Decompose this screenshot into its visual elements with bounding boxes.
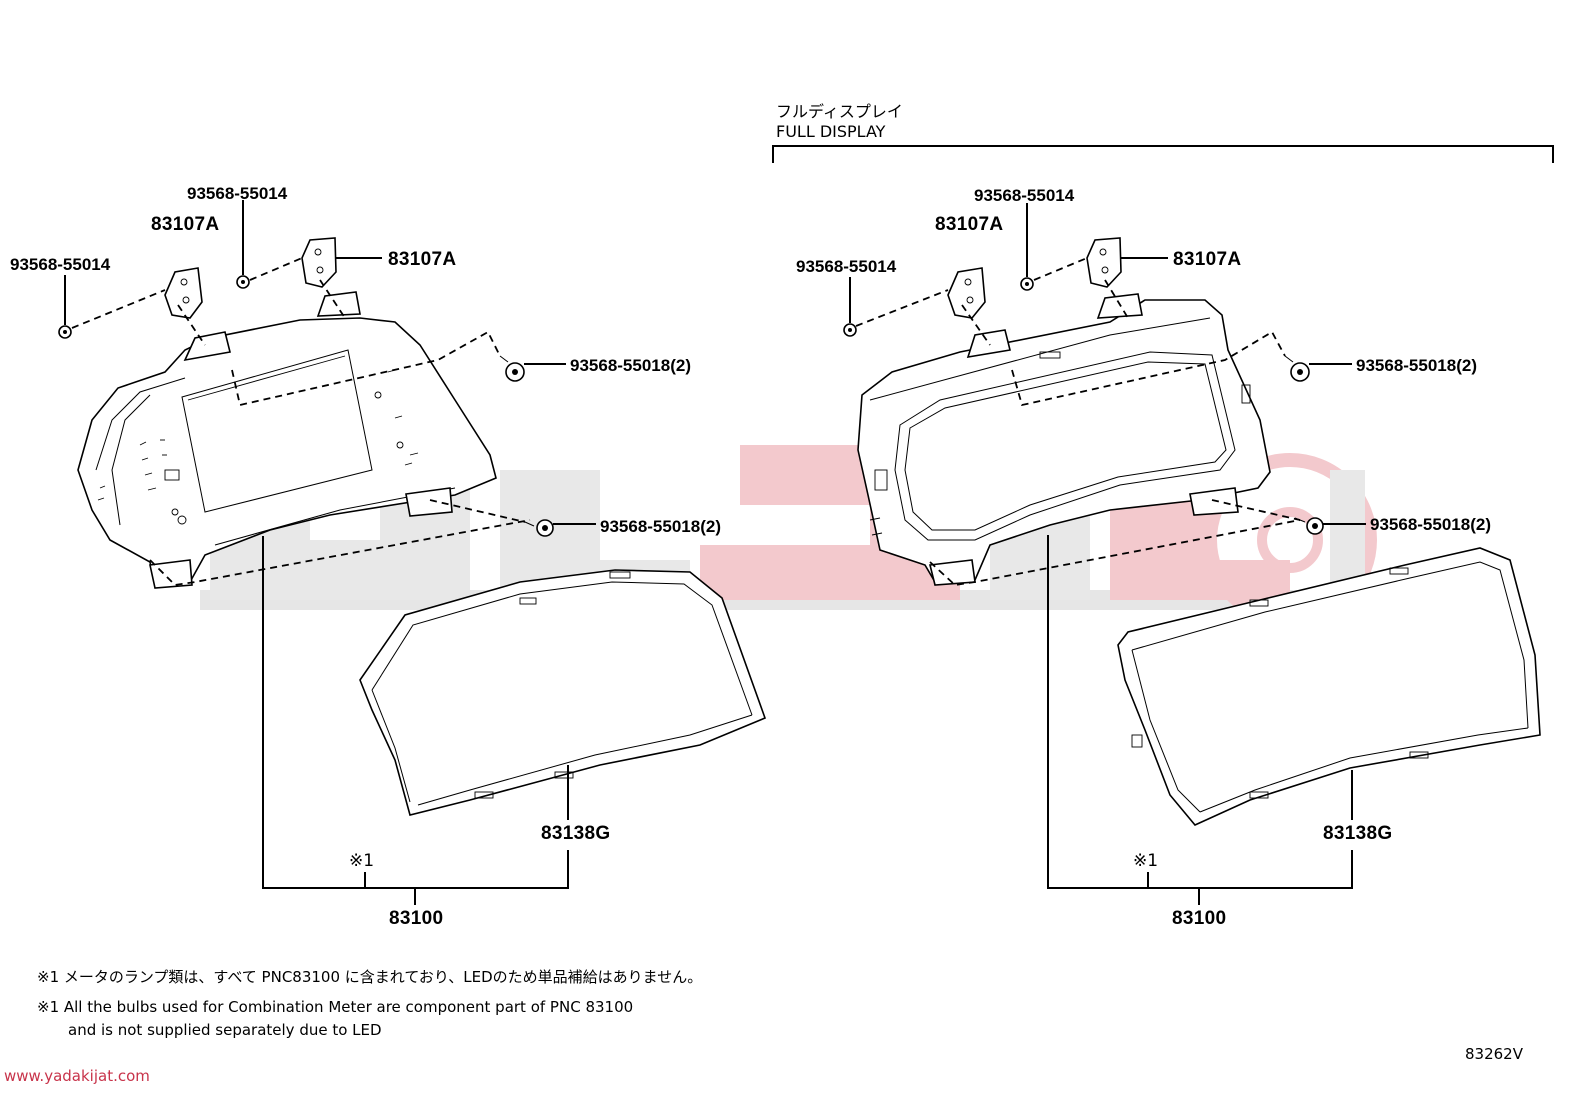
right-assembly <box>843 203 1541 905</box>
right-display-window <box>894 351 1236 541</box>
screw-icon <box>524 519 554 537</box>
left-label-bracket-right: 83107A <box>388 249 456 270</box>
right-label-bracket-right: 83107A <box>1173 249 1241 270</box>
note-en-line2: and is not supplied separately due to LE… <box>68 1021 382 1039</box>
screw-icon <box>236 275 250 289</box>
left-label-screw-low: 93568-55018(2) <box>600 517 721 536</box>
left-display-screen <box>181 349 373 513</box>
right-lens-cover <box>1117 547 1541 826</box>
header-bracket-line <box>772 145 1554 163</box>
header-jp: フルディスプレイ <box>776 102 903 121</box>
header-en: FULL DISPLAY <box>776 122 886 141</box>
website-link[interactable]: www.yadakijat.com <box>4 1067 150 1085</box>
left-lens-cover <box>359 569 767 816</box>
left-label-lens: 83138G <box>541 823 610 844</box>
diagram-code: 83262V <box>1465 1045 1524 1063</box>
left-label-screw-mid: 93568-55018(2) <box>570 356 691 375</box>
screw-icon <box>1284 355 1310 382</box>
note-jp: ※1 メータのランプ類は、すべて PNC83100 に含まれており、LEDのため… <box>37 968 702 986</box>
right-label-assembly: 83100 <box>1172 908 1226 929</box>
left-label-screw-left: 93568-55014 <box>10 255 111 274</box>
note-en-line1: ※1 All the bulbs used for Combination Me… <box>37 998 633 1016</box>
screw-icon <box>1294 517 1324 535</box>
right-label-screw-mid: 93568-55018(2) <box>1356 356 1477 375</box>
left-assembly <box>58 200 767 905</box>
screw-icon <box>843 323 857 337</box>
right-label-screw-low: 93568-55018(2) <box>1370 515 1491 534</box>
right-label-lens: 83138G <box>1323 823 1392 844</box>
left-label-symbol: ※1 <box>349 851 374 871</box>
left-label-screw-top: 93568-55014 <box>187 184 288 203</box>
right-label-screw-left: 93568-55014 <box>796 257 897 276</box>
left-label-assembly: 83100 <box>389 908 443 929</box>
right-label-symbol: ※1 <box>1133 851 1158 871</box>
screw-icon <box>1020 277 1034 291</box>
bracket-icon <box>164 267 203 319</box>
right-label-screw-top: 93568-55014 <box>974 186 1075 205</box>
bracket-icon <box>301 237 337 288</box>
bracket-icon <box>947 267 986 319</box>
left-label-bracket-left: 83107A <box>151 214 219 235</box>
screw-icon <box>499 355 525 382</box>
right-label-bracket-left: 83107A <box>935 214 1003 235</box>
screw-icon <box>58 325 72 339</box>
bracket-icon <box>1086 237 1122 288</box>
